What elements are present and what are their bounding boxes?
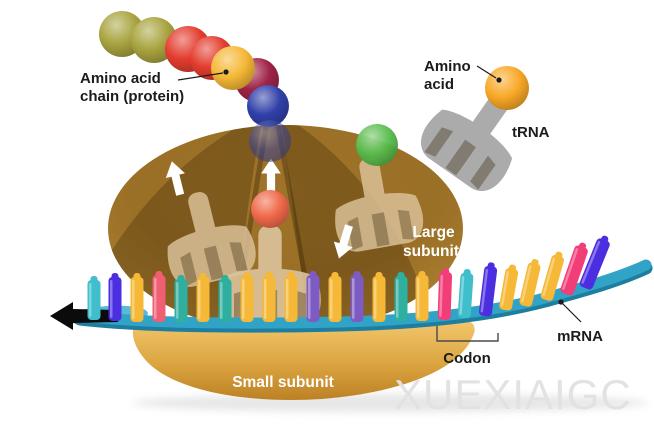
nucleotide-bar [130,273,144,322]
nucleotide-bar [479,262,498,317]
direction-arrow-icon [50,302,118,330]
pointer-lines [177,65,582,323]
nucleotide-bar [394,272,408,321]
nucleotide-bar [519,259,541,307]
nucleotide-bar [152,271,166,322]
protein-chain-sphere [211,46,255,90]
nucleotide-bar [284,272,298,322]
small-subunit [132,319,475,400]
free-trna-amino-acid [485,66,529,110]
entering-amino-acid-sphere [249,120,291,162]
nucleotide-bar [560,242,588,296]
nucleotide-bar [579,235,610,290]
nucleotide-bar [218,275,232,322]
nucleotide-bar [87,276,101,320]
nucleotide-bar [540,251,564,301]
nucleotide-bar [457,269,474,319]
nucleotide-bar [108,273,122,321]
free-amino-acid-sphere [485,66,529,110]
nucleotide-bar [196,273,210,322]
nucleotide-bar [372,272,386,322]
codon-label: Codon [443,350,490,367]
nucleotide-bar [499,264,519,311]
nucleotide-bar [350,271,364,322]
trna-label: tRNA [512,124,550,141]
nucleotide-bar [306,271,320,322]
amino-acid-chain-label: Amino acid chain (protein) [80,70,184,105]
mrna-label: mRNA [557,328,603,345]
nucleotide-bar [262,272,276,322]
incoming-amino-acid-sphere [356,124,398,166]
amino-acid-label: Amino acid [424,58,475,93]
nucleotide-bar [174,275,188,322]
nucleotide-bar [437,268,453,321]
nucleotide-bar [328,272,342,322]
small-subunit-label: Small subunit [232,374,334,391]
p-site-amino-acid-sphere [251,190,289,228]
amino-acid-spheres [99,11,398,228]
nucleotide-bar [240,272,254,322]
watermark: XUEXIAIGC [394,371,632,418]
large-subunit-label: Large subunit [403,224,459,260]
nucleotide-bar [415,271,429,321]
mrna-nucleotides [87,235,610,322]
protein-chain-sphere [247,85,289,127]
codon-bracket [436,326,499,342]
pointer-dots [223,69,564,305]
